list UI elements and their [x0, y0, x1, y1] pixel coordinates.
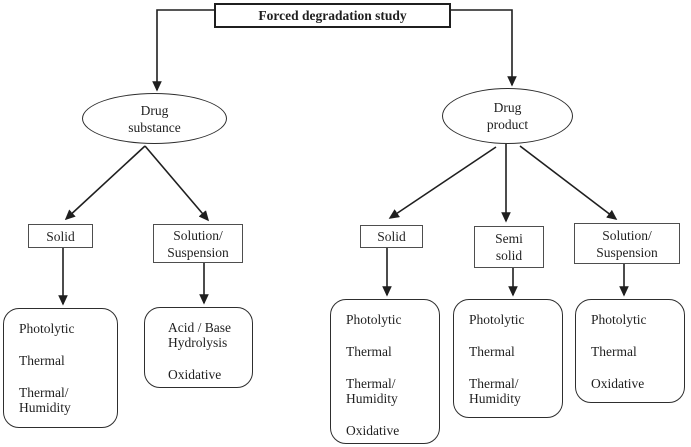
product-semi-solid-box: Semi solid: [474, 226, 544, 268]
product-solution-suspension-box: Solution/ Suspension: [574, 223, 680, 264]
test-item: Photolytic: [19, 321, 75, 336]
test-item: Photolytic: [469, 312, 525, 327]
test-item: Thermal: [19, 353, 65, 368]
test-item: Oxidative: [591, 376, 645, 391]
test-item: Oxidative: [346, 423, 400, 438]
arrow-root-to-drug-substance: [152, 9, 214, 92]
product-semi-solid-tests-box: Photolytic Thermal Thermal/ Humidity: [453, 299, 563, 418]
test-item: Thermal/ Humidity: [19, 385, 71, 415]
test-item: Thermal: [591, 344, 637, 359]
drug-product-ellipse: Drug product: [442, 88, 573, 144]
product-solid-box: Solid: [360, 225, 423, 248]
substance-solid-tests-box: Photolytic Thermal Thermal/ Humidity: [3, 308, 118, 428]
root-node-forced-degradation-study: Forced degradation study: [214, 3, 451, 28]
test-item: Thermal: [346, 344, 392, 359]
test-item: Photolytic: [346, 312, 402, 327]
arrow-product-to-solution: [519, 145, 618, 220]
arrow-substance-to-solution: [144, 145, 210, 222]
substance-solution-tests-box: Acid / Base Hydrolysis Oxidative: [144, 307, 253, 388]
substance-solid-box: Solid: [28, 224, 93, 248]
test-item: Thermal: [469, 344, 515, 359]
arrow-substance-to-solid: [64, 145, 146, 221]
product-solid-tests-box: Photolytic Thermal Thermal/ Humidity Oxi…: [330, 299, 440, 444]
test-item: Acid / Base Hydrolysis: [168, 320, 231, 350]
drug-substance-ellipse: Drug substance: [82, 93, 227, 144]
test-item: Photolytic: [591, 312, 647, 327]
arrow-root-to-drug-product: [451, 9, 517, 87]
product-solution-tests-box: Photolytic Thermal Oxidative: [575, 299, 685, 403]
arrow-product-to-solid: [388, 146, 497, 219]
test-item: Oxidative: [168, 367, 222, 382]
test-item: Thermal/ Humidity: [469, 376, 521, 406]
test-item: Thermal/ Humidity: [346, 376, 398, 406]
substance-solution-suspension-box: Solution/ Suspension: [153, 224, 243, 263]
